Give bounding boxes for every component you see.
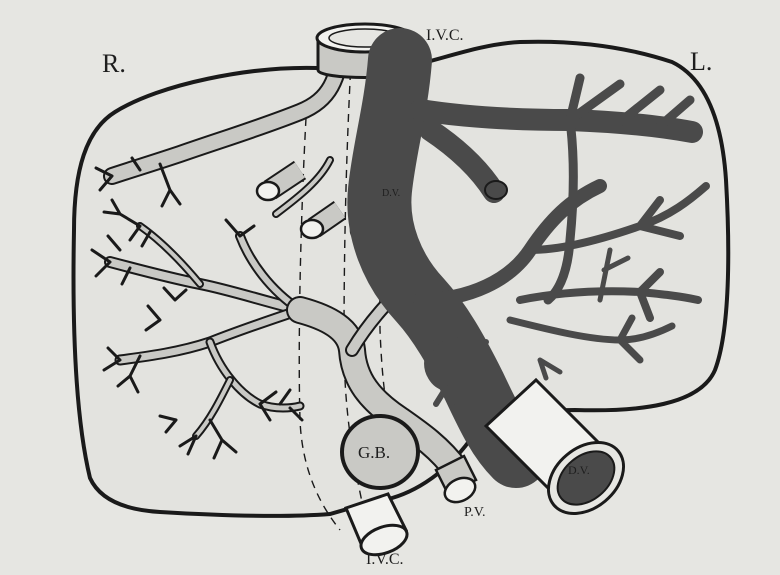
label-right: R. [102, 49, 126, 78]
label-dv-center: D.V. [568, 463, 590, 477]
label-portal-vein: P.V. [464, 505, 486, 520]
label-ivc-top: I.V.C. [426, 27, 464, 44]
label-gall-bladder: G.B. [358, 443, 390, 462]
label-dv-left: D.V. [382, 188, 400, 199]
label-ivc-bottom: I.V.C. [366, 551, 404, 568]
label-left: L. [690, 47, 712, 76]
left-vein-stub [485, 181, 507, 199]
